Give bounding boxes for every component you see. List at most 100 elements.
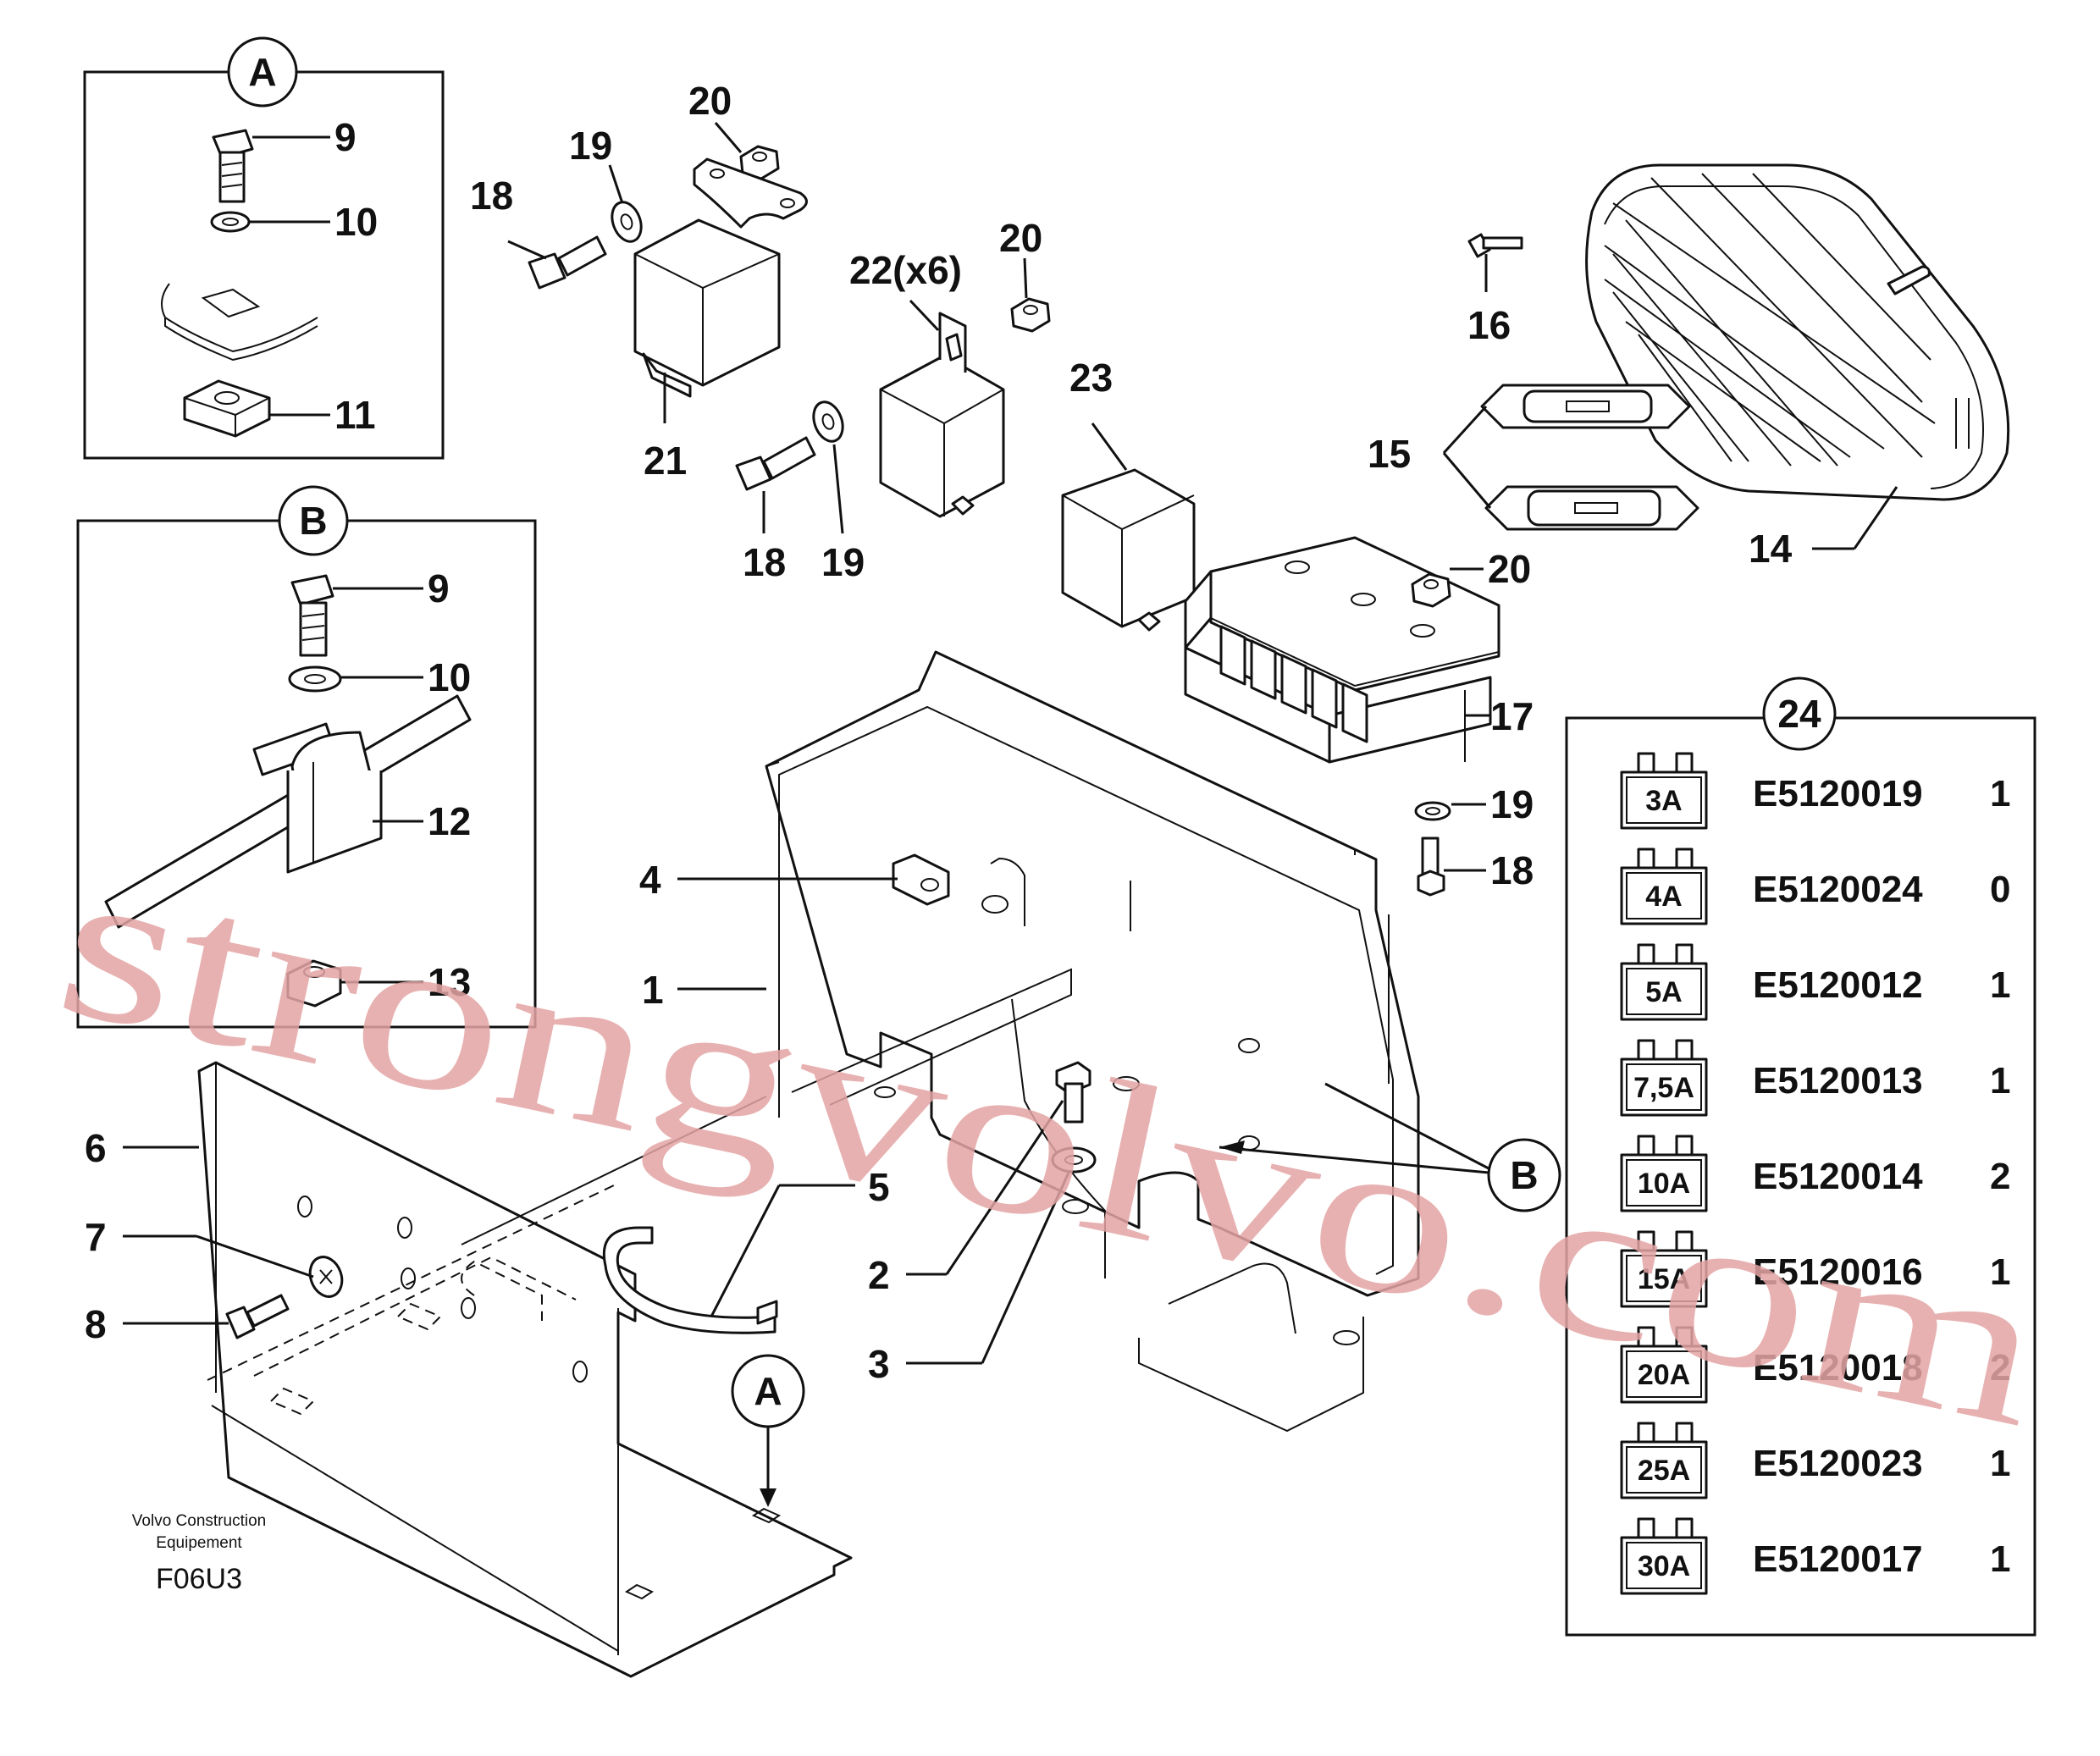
bolt-b9 xyxy=(290,574,334,657)
bolt-a9 xyxy=(212,129,254,203)
figure-code: F06U3 xyxy=(156,1563,242,1595)
leader-7b xyxy=(196,1234,314,1278)
fuse-rating: 20A xyxy=(1638,1359,1690,1391)
bolt-18-top xyxy=(528,235,607,290)
fuse-rating: 7,5A xyxy=(1633,1072,1694,1104)
bulb-15-lower xyxy=(1484,485,1699,531)
cage-nut-a11 xyxy=(183,379,271,438)
label-7: 7 xyxy=(85,1215,107,1259)
washer-19-right xyxy=(1414,801,1451,821)
bolt-18-right xyxy=(1417,837,1445,897)
leader-3b xyxy=(981,1172,1070,1364)
label-8: 8 xyxy=(85,1302,107,1346)
callout-b-circle xyxy=(278,485,349,556)
fuse-quantity: 0 xyxy=(1990,869,2010,910)
label-18b: 18 xyxy=(743,540,786,584)
label-2: 2 xyxy=(868,1253,890,1297)
label-a10: 10 xyxy=(334,200,378,244)
leader-22 xyxy=(909,299,940,332)
screw-16 xyxy=(1467,233,1523,258)
label-19c: 19 xyxy=(1490,782,1534,826)
callout-b-label: B xyxy=(299,499,327,543)
label-b10: 10 xyxy=(428,655,471,699)
fuse-rating: 4A xyxy=(1645,881,1682,913)
label-b13: 13 xyxy=(428,960,471,1004)
label-b12: 12 xyxy=(428,799,471,843)
relay-22 xyxy=(879,312,1005,518)
washer-19-mid xyxy=(812,400,844,443)
arrowhead-b-main xyxy=(1219,1140,1245,1154)
grommet-4 xyxy=(892,853,950,906)
fuse-part-number: E5120019 xyxy=(1753,773,1923,814)
fuse-row: 30A E5120017 1 xyxy=(1620,1517,2010,1595)
fuse-rating: 15A xyxy=(1638,1263,1690,1295)
washer-a10 xyxy=(210,211,251,233)
leader-18a xyxy=(507,240,547,260)
label-a9: 9 xyxy=(334,115,356,159)
relay-21 xyxy=(633,157,808,398)
blade-fuse-icon xyxy=(1620,1326,1708,1404)
housing-1 xyxy=(765,650,1420,1433)
label-17: 17 xyxy=(1490,694,1534,738)
callout-a-circle xyxy=(227,36,298,108)
screw-8 xyxy=(225,1294,290,1339)
callout-b-main-circle xyxy=(1487,1138,1561,1212)
label-b9: 9 xyxy=(428,566,450,610)
leader-20a xyxy=(714,122,743,153)
work-lamp-14 xyxy=(1585,163,2010,501)
callout-a-label: A xyxy=(248,50,276,94)
fuse-part-number: E5120017 xyxy=(1753,1538,1923,1580)
fuse-part-number: E5120012 xyxy=(1753,964,1923,1006)
fuse-part-number: E5120023 xyxy=(1753,1443,1923,1484)
washer-b10 xyxy=(288,665,342,693)
fuse-rating: 3A xyxy=(1645,785,1682,817)
label-18a: 18 xyxy=(470,174,513,218)
label-6: 6 xyxy=(85,1126,107,1170)
blade-fuse-icon xyxy=(1620,1517,1708,1595)
bolt-2 xyxy=(1055,1061,1091,1124)
fuse-quantity: 1 xyxy=(1990,1538,2010,1580)
blade-fuse-icon xyxy=(1620,848,1708,925)
screw-7 xyxy=(308,1256,344,1298)
label-a11: 11 xyxy=(334,393,376,437)
blade-fuse-icon xyxy=(1620,752,1708,830)
blade-fuse-icon xyxy=(1620,1422,1708,1499)
label-23: 23 xyxy=(1069,356,1113,400)
fuse-rating: 30A xyxy=(1638,1550,1690,1582)
fuse-part-number: E5120018 xyxy=(1753,1347,1923,1389)
fuse-row: 4A E5120024 0 xyxy=(1620,848,2010,925)
callout-b-main-label: B xyxy=(1510,1153,1538,1197)
fuse-part-number: E5120024 xyxy=(1753,869,1923,910)
label-4: 4 xyxy=(639,858,661,902)
label-15: 15 xyxy=(1368,432,1411,476)
callout-24-label: 24 xyxy=(1777,692,1821,736)
fuse-rating: 5A xyxy=(1645,976,1682,1008)
callout-24-circle xyxy=(1762,676,1837,751)
label-5: 5 xyxy=(868,1165,890,1209)
blade-fuse-icon xyxy=(1620,1039,1708,1117)
detail-b: B 9 10 12 13 xyxy=(76,485,537,1029)
leader-15a xyxy=(1442,405,1488,455)
fuse-quantity: 1 xyxy=(1990,1060,2010,1102)
washer-3 xyxy=(1051,1146,1097,1173)
label-20c: 20 xyxy=(1488,547,1531,591)
label-21: 21 xyxy=(644,439,687,483)
fuse-holder-17 xyxy=(1184,536,1500,764)
leader-19b xyxy=(832,444,844,534)
blade-fuse-icon xyxy=(1620,943,1708,1021)
label-19a: 19 xyxy=(569,124,612,168)
leader-b-main-b xyxy=(1219,1146,1489,1174)
leader-5b xyxy=(710,1184,781,1317)
bracket-6 xyxy=(197,1061,853,1678)
publisher-line2: Equipement xyxy=(156,1534,242,1552)
label-20b: 20 xyxy=(999,216,1042,260)
